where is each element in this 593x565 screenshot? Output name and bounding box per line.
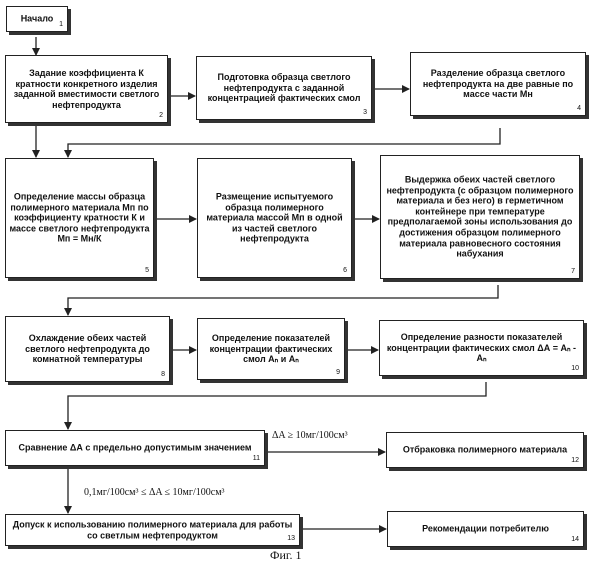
step-number: 3 [363, 108, 367, 116]
start-box: Начало 1 [6, 6, 68, 32]
box-label: Сравнение ΔА с предельно допустимым знач… [18, 442, 252, 453]
step-9-box: Определение показателей концентрации фак… [197, 318, 345, 380]
step-5-box: Определение массы образца полимерного ма… [5, 158, 154, 278]
step-number: 7 [571, 267, 575, 275]
step-10-box: Определение разности показателей концент… [379, 320, 584, 376]
step-number: 10 [571, 364, 579, 372]
step-2-box: Задание коэффициента К кратности конкрет… [5, 55, 168, 123]
step-8-box: Охлаждение обеих частей светлого нефтепр… [5, 316, 170, 382]
step-number: 11 [252, 454, 260, 462]
box-label: Допуск к использованию полимерного матер… [12, 519, 293, 540]
step-number: 12 [571, 456, 579, 464]
step-4-box: Разделение образца светлого нефтепродукт… [410, 52, 586, 116]
box-label: Определение массы образца полимерного ма… [9, 191, 150, 244]
box-label: Подготовка образца светлого нефтепродукт… [207, 72, 361, 104]
step-14-box: Рекомендации потребителю 14 [387, 511, 584, 547]
step-number: 4 [577, 104, 581, 112]
step-3-box: Подготовка образца светлого нефтепродукт… [196, 56, 372, 120]
step-number: 5 [145, 266, 149, 274]
box-label: Разделение образца светлого нефтепродукт… [422, 68, 574, 100]
box-label: Задание коэффициента К кратности конкрет… [13, 67, 160, 110]
box-label: Определение разности показателей концент… [386, 332, 577, 364]
step-number: 6 [343, 266, 347, 274]
step-7-box: Выдержка обеих частей светлого нефтепрод… [380, 155, 580, 279]
box-label: Выдержка обеих частей светлого нефтепрод… [386, 174, 574, 259]
box-label: Размещение испытуемого образца полимерно… [206, 191, 343, 244]
step-number: 1 [59, 20, 63, 28]
accept-condition-label: 0,1мг/100см³ ≤ ΔA ≤ 10мг/100см³ [84, 487, 225, 498]
figure-caption: Фиг. 1 [270, 548, 302, 562]
box-label: Охлаждение обеих частей светлого нефтепр… [25, 333, 150, 365]
box-label: Отбраковка полимерного материала [402, 444, 568, 455]
step-number: 13 [287, 534, 295, 542]
arrow-10-to-11 [64, 382, 487, 430]
step-13-box: Допуск к использованию полимерного матер… [5, 514, 300, 546]
step-12-box: Отбраковка полимерного материала 12 [386, 432, 584, 468]
box-label: Начало [20, 13, 54, 24]
step-number: 8 [161, 370, 165, 378]
arrow-4-to-6 [64, 128, 501, 158]
step-11-box: Сравнение ΔА с предельно допустимым знач… [5, 430, 265, 466]
box-label: Определение показателей концентрации фак… [209, 333, 333, 365]
reject-condition-label: ΔA ≥ 10мг/100см³ [272, 430, 348, 441]
step-number: 14 [571, 535, 579, 543]
step-number: 2 [159, 111, 163, 119]
step-6-box: Размещение испытуемого образца полимерно… [197, 158, 352, 278]
step-number: 9 [336, 368, 340, 376]
arrow-7-to-8 [64, 285, 499, 316]
box-label: Рекомендации потребителю [422, 523, 549, 534]
